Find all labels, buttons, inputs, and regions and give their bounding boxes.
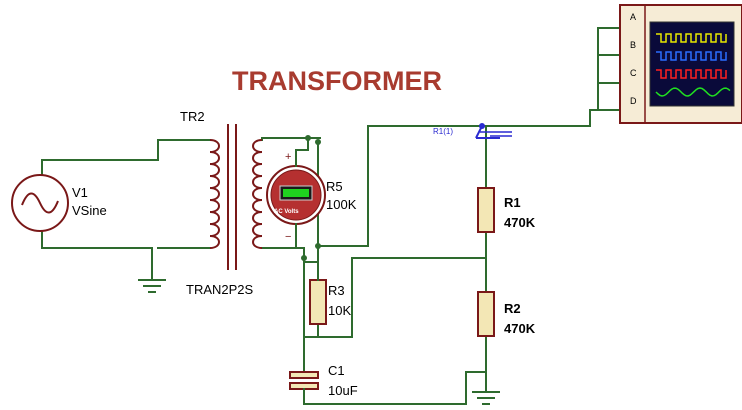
r1-value: 470K [504,215,536,230]
wires [41,27,621,405]
r3-ref: R3 [328,283,345,298]
r1-ref: R1 [504,195,521,210]
resistor-r3[interactable] [309,261,327,325]
probe-label: R1(1) [433,127,454,136]
plus-icon: + [285,151,292,163]
scope-trace-c [656,69,727,79]
transformer-ref: TR2 [180,109,205,124]
minus-icon: − [285,231,292,243]
r3-value: 10K [328,303,352,318]
voltmeter-value: 100K [326,197,357,212]
ground-icon [138,261,166,293]
oscilloscope[interactable] [619,4,742,124]
scope-trace-a [656,33,727,43]
scope-channel-c: C [630,68,637,78]
capacitor-c1[interactable] [289,357,319,399]
resistor-r1[interactable] [477,187,495,233]
r2-ref: R2 [504,301,521,316]
source-value: VSine [72,203,107,218]
voltmeter-display: AC Volts [274,209,299,215]
voltage-probe[interactable] [475,123,512,139]
scope-channel-d: D [630,96,637,106]
transformer-model: TRAN2P2S [186,282,254,297]
r2-value: 470K [504,321,536,336]
c1-value: 10uF [328,383,358,398]
scope-channel-b: B [630,40,637,50]
ac-source-symbol[interactable] [11,174,69,232]
scope-trace-d [655,87,731,97]
c1-ref: C1 [328,363,345,378]
ac-voltmeter[interactable] [266,135,326,261]
source-ref: V1 [72,185,88,200]
transformer-symbol[interactable] [209,124,263,270]
voltmeter-ref: R5 [326,179,343,194]
scope-channel-a: A [630,12,637,22]
page-title: TRANSFORMER [232,66,442,96]
scope-trace-b [656,51,727,61]
ground-icon [472,383,500,405]
oscilloscope-traces [655,33,731,97]
resistor-r2[interactable] [477,291,495,337]
